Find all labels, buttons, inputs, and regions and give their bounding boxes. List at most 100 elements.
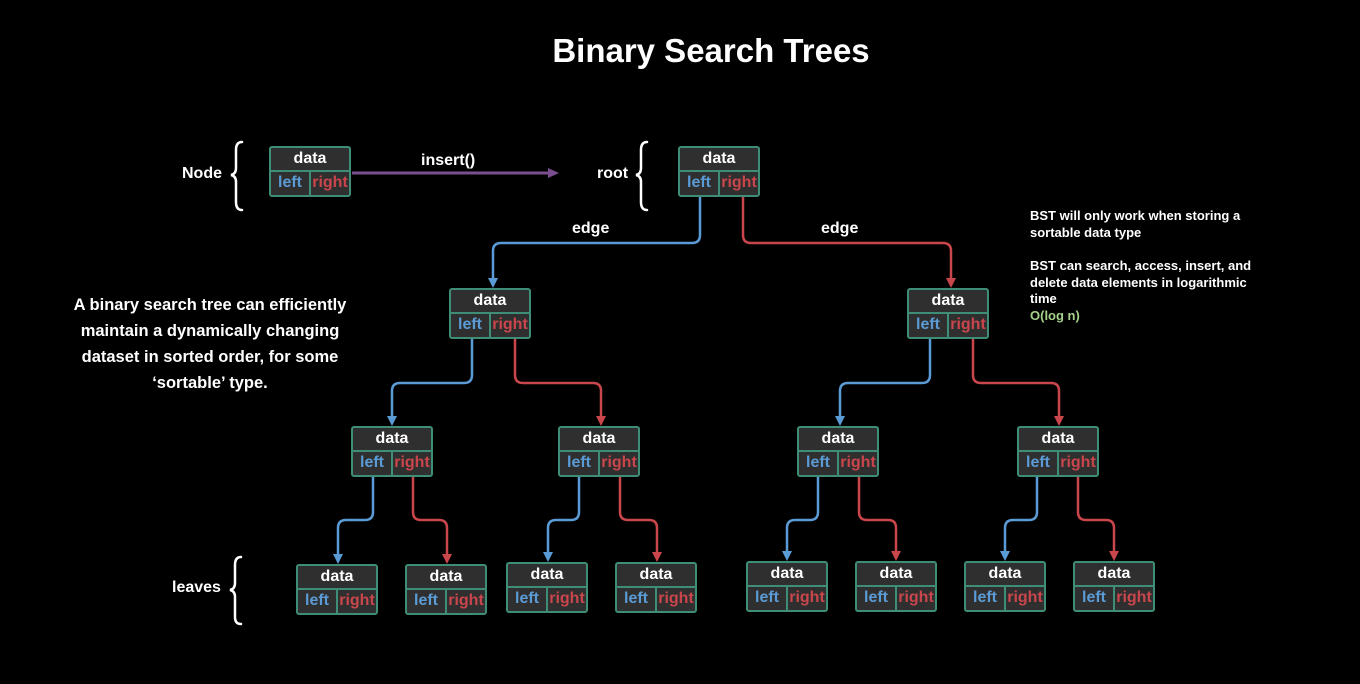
- bracket-group: [229, 140, 649, 626]
- node-right-field: right: [840, 454, 876, 471]
- arrowhead: [891, 551, 901, 561]
- node-data-field: data: [748, 563, 826, 587]
- node-left-field: left: [1019, 452, 1059, 475]
- node-left-field: left: [353, 452, 393, 475]
- edge-l2d-left: [1003, 477, 1039, 553]
- node-right-field: right: [492, 316, 528, 333]
- edge-l2d-right: [1076, 477, 1116, 553]
- node-bracket: [230, 140, 244, 212]
- node-data-field: data: [560, 428, 638, 452]
- edge-l2a-right: [411, 477, 449, 556]
- node-data-field: data: [271, 148, 349, 172]
- node-data-field: data: [680, 148, 758, 172]
- arrowhead: [782, 551, 792, 561]
- arrowhead: [835, 416, 845, 426]
- arrowhead-group: [333, 278, 1119, 564]
- node-data-field: data: [1075, 563, 1153, 587]
- node-data-field: data: [298, 566, 376, 590]
- leaves-bracket: [229, 555, 243, 626]
- node-left-field: left: [857, 587, 897, 610]
- edge-root-left: [491, 197, 702, 280]
- arrowhead: [543, 552, 553, 562]
- node-right-field: right: [549, 590, 585, 607]
- node-right-field: right: [394, 454, 430, 471]
- node-data-field: data: [617, 564, 695, 588]
- node-data-field: data: [451, 290, 529, 314]
- edge-l1b-right: [971, 339, 1061, 418]
- edge-l2a-left: [336, 477, 375, 556]
- edge-l2b-right: [618, 477, 659, 554]
- note-sortable: BST will only work when storing a sortab…: [1030, 208, 1241, 240]
- edge-l2c-right: [857, 477, 898, 553]
- node-left-field: left: [508, 588, 548, 611]
- edge-root-right: [741, 197, 953, 280]
- node-right-field: right: [658, 590, 694, 607]
- node-left-field: left: [407, 590, 447, 613]
- node-left-field: left: [271, 172, 311, 195]
- bst-notes: BST will only work when storing a sortab…: [1030, 208, 1270, 324]
- complexity-label: O(log n): [1030, 307, 1080, 323]
- node-left-field: left: [451, 314, 491, 337]
- node-data-field: data: [857, 563, 935, 587]
- node-label: Node: [182, 165, 222, 182]
- arrowhead: [387, 416, 397, 426]
- node-left-field: left: [966, 587, 1006, 610]
- node-left-field: left: [748, 587, 788, 610]
- node-data-field: data: [799, 428, 877, 452]
- node-right-field: right: [1060, 454, 1096, 471]
- node-data-field: data: [353, 428, 431, 452]
- node-right-field: right: [1007, 589, 1043, 606]
- root-bracket: [635, 140, 649, 212]
- leaves-label: leaves: [172, 579, 221, 596]
- edge-label-right: edge: [821, 220, 859, 237]
- bst-description: A binary search tree can efficiently mai…: [73, 296, 347, 392]
- arrowhead: [488, 278, 498, 288]
- insert-label: insert(): [421, 152, 476, 169]
- node-right-field: right: [950, 316, 986, 333]
- node-left-field: left: [617, 588, 657, 611]
- node-data-field: data: [966, 563, 1044, 587]
- arrowhead: [333, 554, 343, 564]
- node-left-field: left: [560, 452, 600, 475]
- edge-l1b-left: [838, 339, 932, 418]
- node-right-field: right: [339, 592, 375, 609]
- edge-l2c-left: [785, 477, 820, 553]
- edge-label-left: edge: [572, 220, 610, 237]
- arrowhead: [442, 554, 452, 564]
- node-left-field: left: [680, 172, 720, 195]
- node-right-field: right: [789, 589, 825, 606]
- arrowhead: [1000, 551, 1010, 561]
- root-label: root: [597, 165, 629, 182]
- edge-l2b-left: [546, 477, 581, 554]
- arrowhead: [946, 278, 956, 288]
- node-right-field: right: [312, 174, 348, 191]
- node-left-field: left: [909, 314, 949, 337]
- edge-l1a-left: [390, 339, 474, 418]
- node-data-field: data: [508, 564, 586, 588]
- node-right-field: right: [898, 589, 934, 606]
- node-left-field: left: [298, 590, 338, 613]
- edge-l1a-right: [513, 339, 603, 418]
- node-data-field: data: [1019, 428, 1097, 452]
- arrowhead: [1109, 551, 1119, 561]
- node-data-field: data: [909, 290, 987, 314]
- arrowhead: [596, 416, 606, 426]
- insert-arrow: [352, 168, 559, 178]
- node-left-field: left: [1075, 587, 1115, 610]
